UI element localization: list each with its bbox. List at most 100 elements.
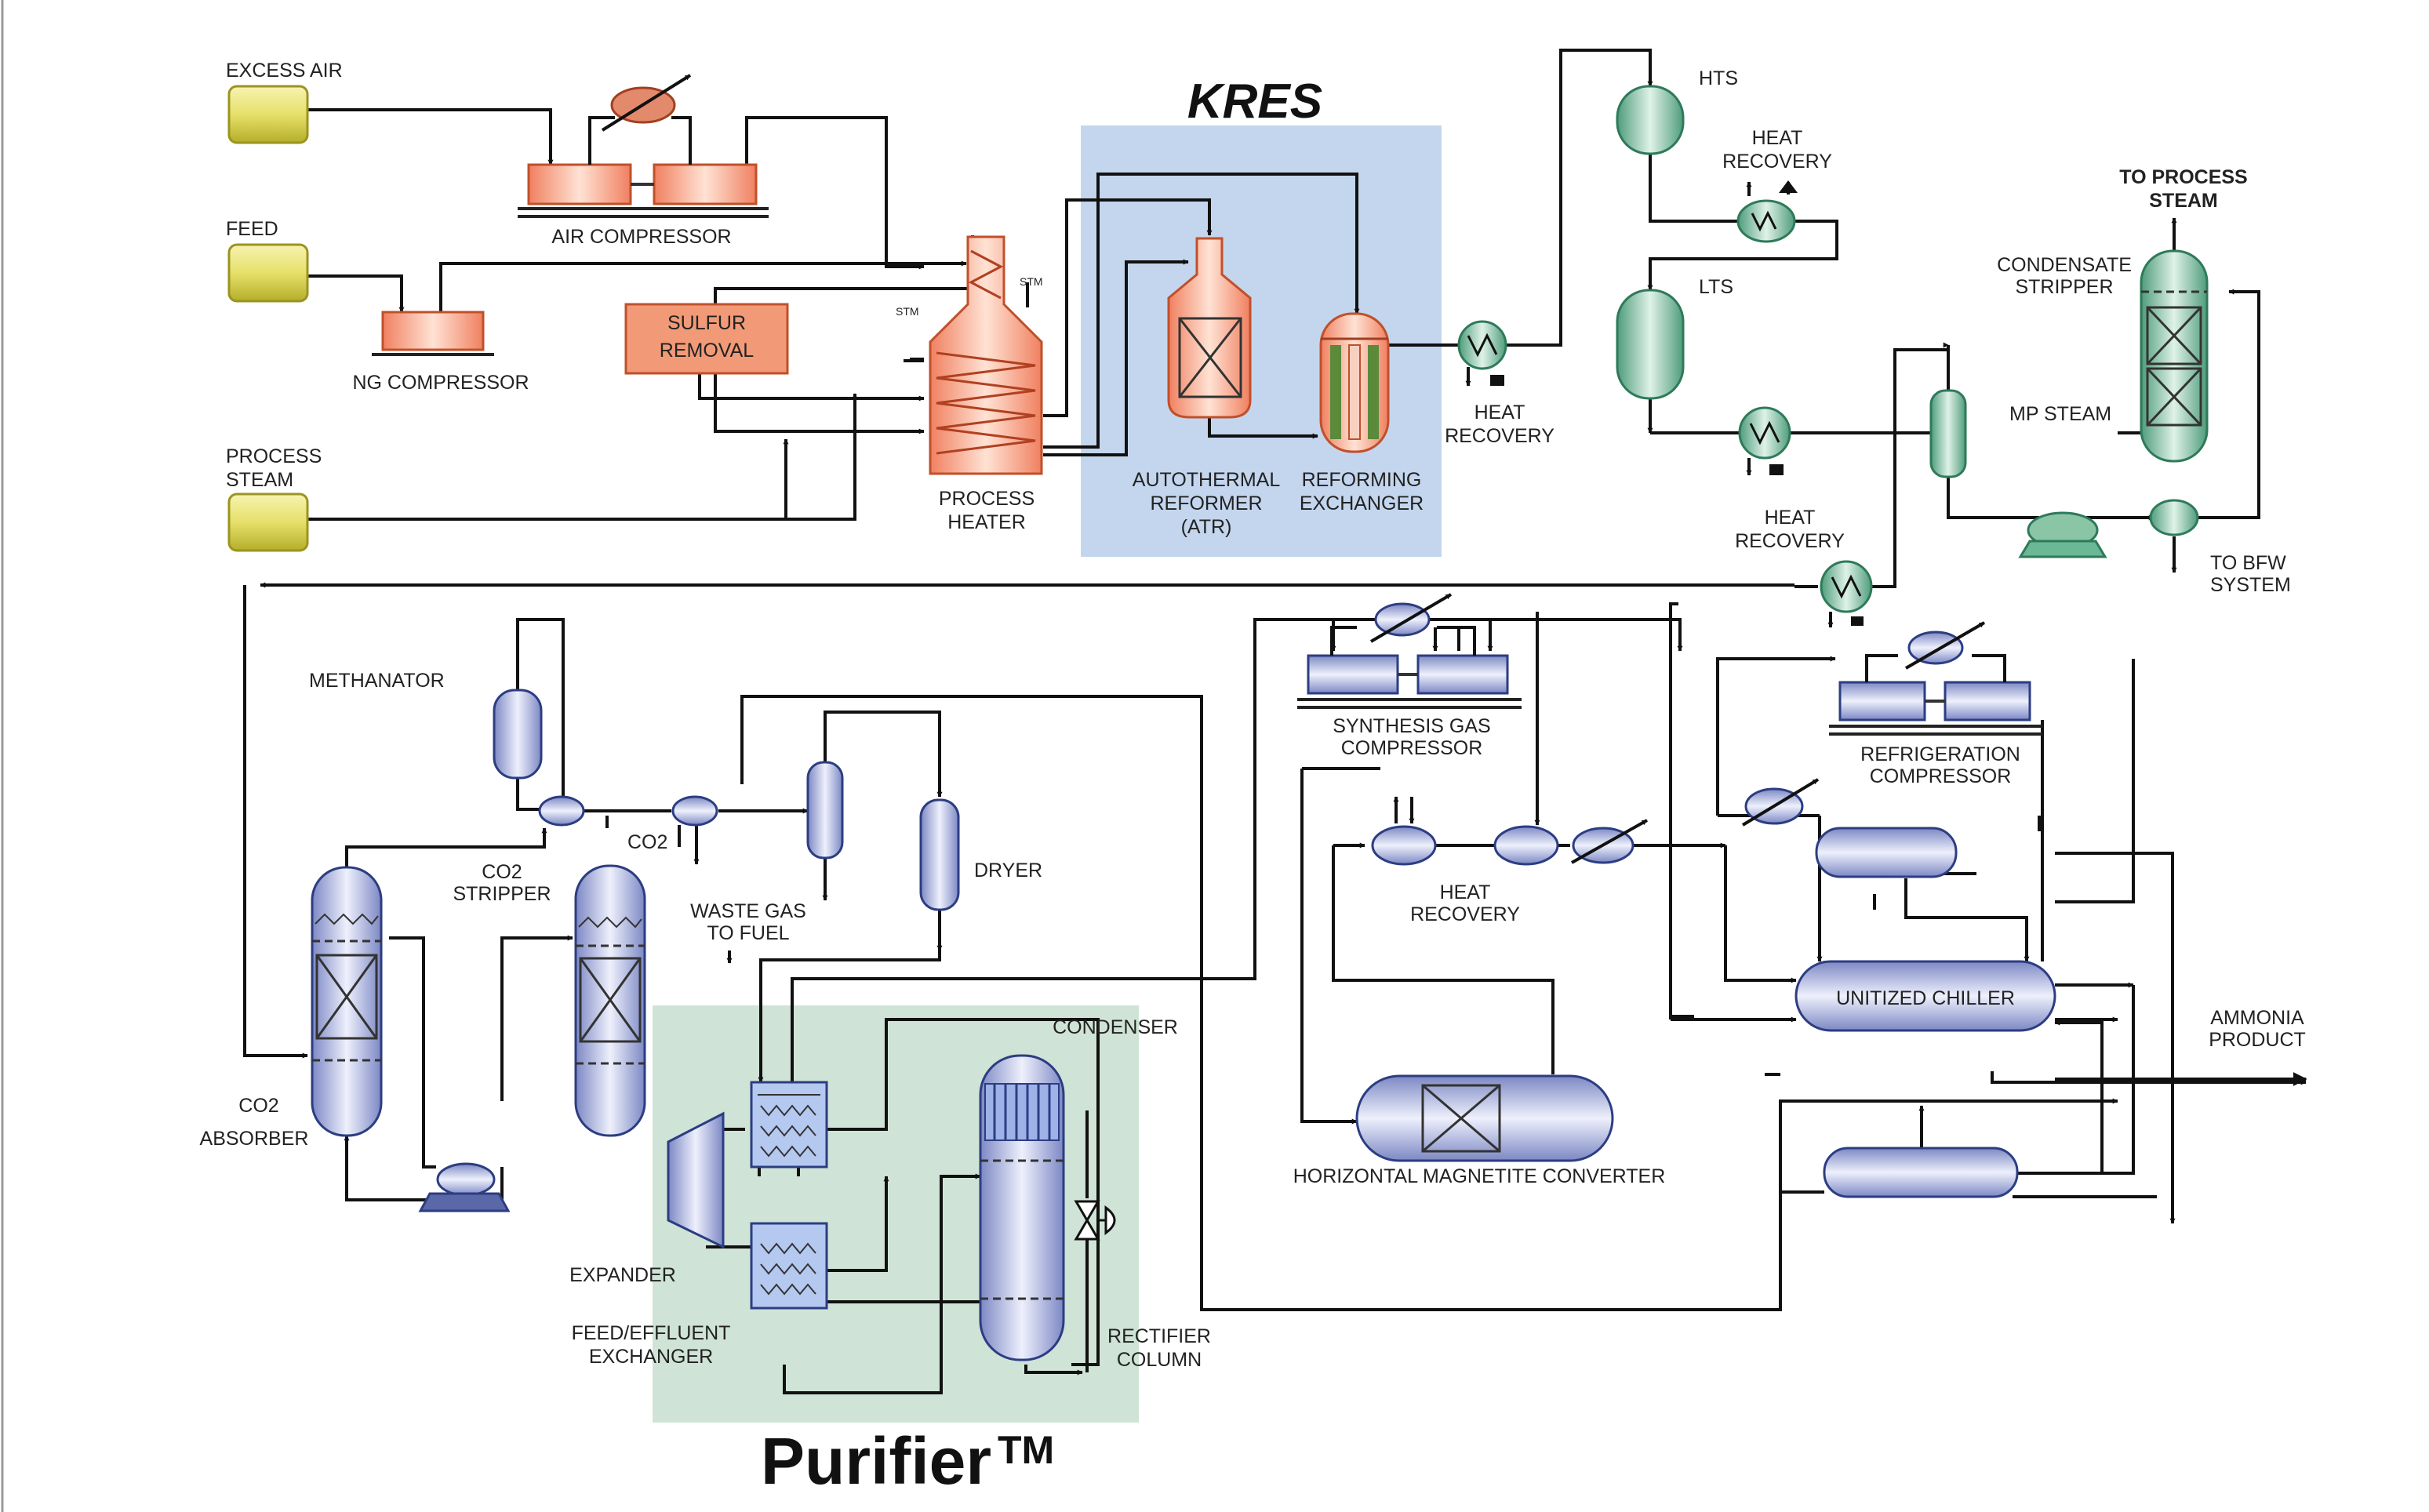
label-to-bfw-2: SYSTEM xyxy=(2210,574,2291,596)
feed-drum-excess-air xyxy=(227,85,309,144)
reforming-exchanger xyxy=(1319,312,1390,453)
lts-reactor xyxy=(1616,289,1685,400)
label-heat-recovery-d-1: HEAT xyxy=(1440,881,1491,903)
co2-absorber xyxy=(311,866,383,1137)
label-process-heater-1: PROCESS xyxy=(939,488,1035,510)
label-expander: EXPANDER xyxy=(569,1264,676,1286)
label-reforming-exchanger-1: REFORMING xyxy=(1302,469,1422,491)
label-condensate-stripper-1: CONDENSATE xyxy=(1997,254,2132,276)
label-co2-absorber-1: CO2 xyxy=(238,1095,278,1117)
label-methanator: METHANATOR xyxy=(309,670,445,692)
stripper-bottoms-pump xyxy=(2149,499,2199,536)
label-air-compressor: AIR COMPRESSOR xyxy=(551,226,731,248)
purifier-trademark: TM xyxy=(998,1428,1054,1472)
hts-reactor xyxy=(1616,85,1685,155)
heat-recovery-exchanger-e xyxy=(1820,560,1873,628)
label-feed-effluent-1: FEED/EFFLUENT xyxy=(572,1322,731,1344)
label-heat-recovery-d-2: RECOVERY xyxy=(1410,903,1520,925)
horizontal-magnetite-converter xyxy=(1355,1074,1614,1162)
label-dryer: DRYER xyxy=(974,860,1042,881)
label-syngas-compressor-2: COMPRESSOR xyxy=(1341,737,1483,759)
sulfur-removal: SULFUR REMOVAL xyxy=(624,303,789,375)
purifier-title-text: Purifier xyxy=(761,1424,991,1498)
label-feed-effluent-2: EXCHANGER xyxy=(589,1346,713,1368)
ammonia-letdown-drum xyxy=(1823,1147,2019,1198)
purifier-region xyxy=(653,1005,1139,1423)
air-compressor xyxy=(518,74,769,218)
label-waste-gas-2: TO FUEL xyxy=(707,922,789,944)
methanator xyxy=(493,689,543,780)
rectifier-column xyxy=(979,1054,1065,1361)
label-co2-vent: CO2 xyxy=(627,831,667,853)
methanator-exchanger xyxy=(538,795,585,827)
label-ng-compressor: NG COMPRESSOR xyxy=(352,372,529,394)
ng-compressor xyxy=(372,311,494,356)
unitized-chiller: UNITIZED CHILLER xyxy=(1794,960,2056,1032)
heat-recovery-exchanger-a xyxy=(1457,320,1507,387)
label-atr-1: AUTOTHERMAL xyxy=(1133,469,1281,491)
label-heat-recovery-c-1: HEAT xyxy=(1765,507,1816,529)
sulfur-removal-label-2: REMOVAL xyxy=(660,340,754,362)
label-lts: LTS xyxy=(1699,276,1733,298)
label-condenser: CONDENSER xyxy=(1053,1016,1178,1038)
label-co2-absorber-2: ABSORBER xyxy=(200,1128,309,1150)
label-refrigeration-compressor-1: REFRIGERATION xyxy=(1860,743,2020,765)
label-syngas-compressor-1: SYNTHESIS GAS xyxy=(1333,715,1490,737)
refrigeration-compressor xyxy=(1829,621,2042,736)
rectifier-control-valve xyxy=(1074,1110,1116,1372)
label-reforming-exchanger-2: EXCHANGER xyxy=(1300,492,1424,514)
process-heater xyxy=(929,235,1043,475)
label-heat-recovery-b-1: HEAT xyxy=(1752,127,1803,149)
refrigerant-accumulator xyxy=(1815,827,1958,878)
label-heat-recovery-b-2: RECOVERY xyxy=(1722,151,1832,173)
label-heat-recovery-c-2: RECOVERY xyxy=(1735,530,1845,552)
co2-exchanger xyxy=(671,795,718,847)
label-hts: HTS xyxy=(1699,67,1738,89)
condensate-stripper xyxy=(2140,249,2209,463)
label-rectifier-1: RECTIFIER xyxy=(1107,1325,1211,1347)
purifier-upper-exchanger xyxy=(750,1081,828,1169)
label-to-process-steam-1: TO PROCESS xyxy=(2119,166,2247,188)
label-to-process-steam-2: STEAM xyxy=(2149,190,2218,212)
feed-drum-process-steam xyxy=(227,492,309,552)
condensate-pump xyxy=(2018,511,2107,558)
autothermal-reformer xyxy=(1167,237,1252,419)
label-process-steam-2: STEAM xyxy=(226,469,293,491)
label-process-heater-2: HEATER xyxy=(947,511,1026,533)
heat-recovery-exchanger-c xyxy=(1738,406,1791,476)
label-refrigeration-compressor-2: COMPRESSOR xyxy=(1870,765,2012,787)
amine-pump xyxy=(418,1162,511,1212)
label-magnetite-converter: HORIZONTAL MAGNETITE CONVERTER xyxy=(1293,1165,1666,1187)
label-excess-air: EXCESS AIR xyxy=(226,60,343,82)
kres-title: KRES xyxy=(1187,75,1322,129)
refrigerant-letdown xyxy=(1741,778,1820,827)
label-atr-2: REFORMER xyxy=(1150,492,1262,514)
knockout-drum xyxy=(806,761,844,860)
sulfur-removal-label-1: SULFUR xyxy=(667,312,746,334)
process-condensate-separator xyxy=(1929,389,1967,478)
label-stm-a: STM xyxy=(896,305,919,318)
label-co2-stripper-1: CO2 xyxy=(482,861,522,883)
label-heat-recovery-a-1: HEAT xyxy=(1474,402,1525,423)
feed-drum-feed xyxy=(227,243,309,303)
label-ammonia-product-1: AMMONIA xyxy=(2210,1007,2304,1029)
label-heat-recovery-a-2: RECOVERY xyxy=(1445,425,1554,447)
label-ammonia-product-2: PRODUCT xyxy=(2209,1029,2306,1051)
label-atr-3: (ATR) xyxy=(1181,516,1232,538)
expander xyxy=(667,1111,725,1249)
label-stm-b: STM xyxy=(1020,275,1043,288)
heat-recovery-exchanger-d1 xyxy=(1371,825,1437,866)
unitized-chiller-label: UNITIZED CHILLER xyxy=(1836,987,2015,1009)
synthesis-gas-compressor xyxy=(1297,593,1522,709)
label-co2-stripper-2: STRIPPER xyxy=(453,883,551,905)
heat-recovery-exchanger-d2 xyxy=(1493,825,1559,866)
label-condensate-stripper-2: STRIPPER xyxy=(2015,276,2113,298)
dryer xyxy=(919,798,960,911)
label-mp-steam: MP STEAM xyxy=(2009,403,2111,425)
loop-circulator xyxy=(1571,819,1648,864)
label-to-bfw-1: TO BFW xyxy=(2210,552,2286,574)
purifier-title: Purifier TM xyxy=(761,1424,1054,1498)
co2-stripper xyxy=(574,864,646,1137)
feed-effluent-exchanger xyxy=(750,1222,828,1310)
